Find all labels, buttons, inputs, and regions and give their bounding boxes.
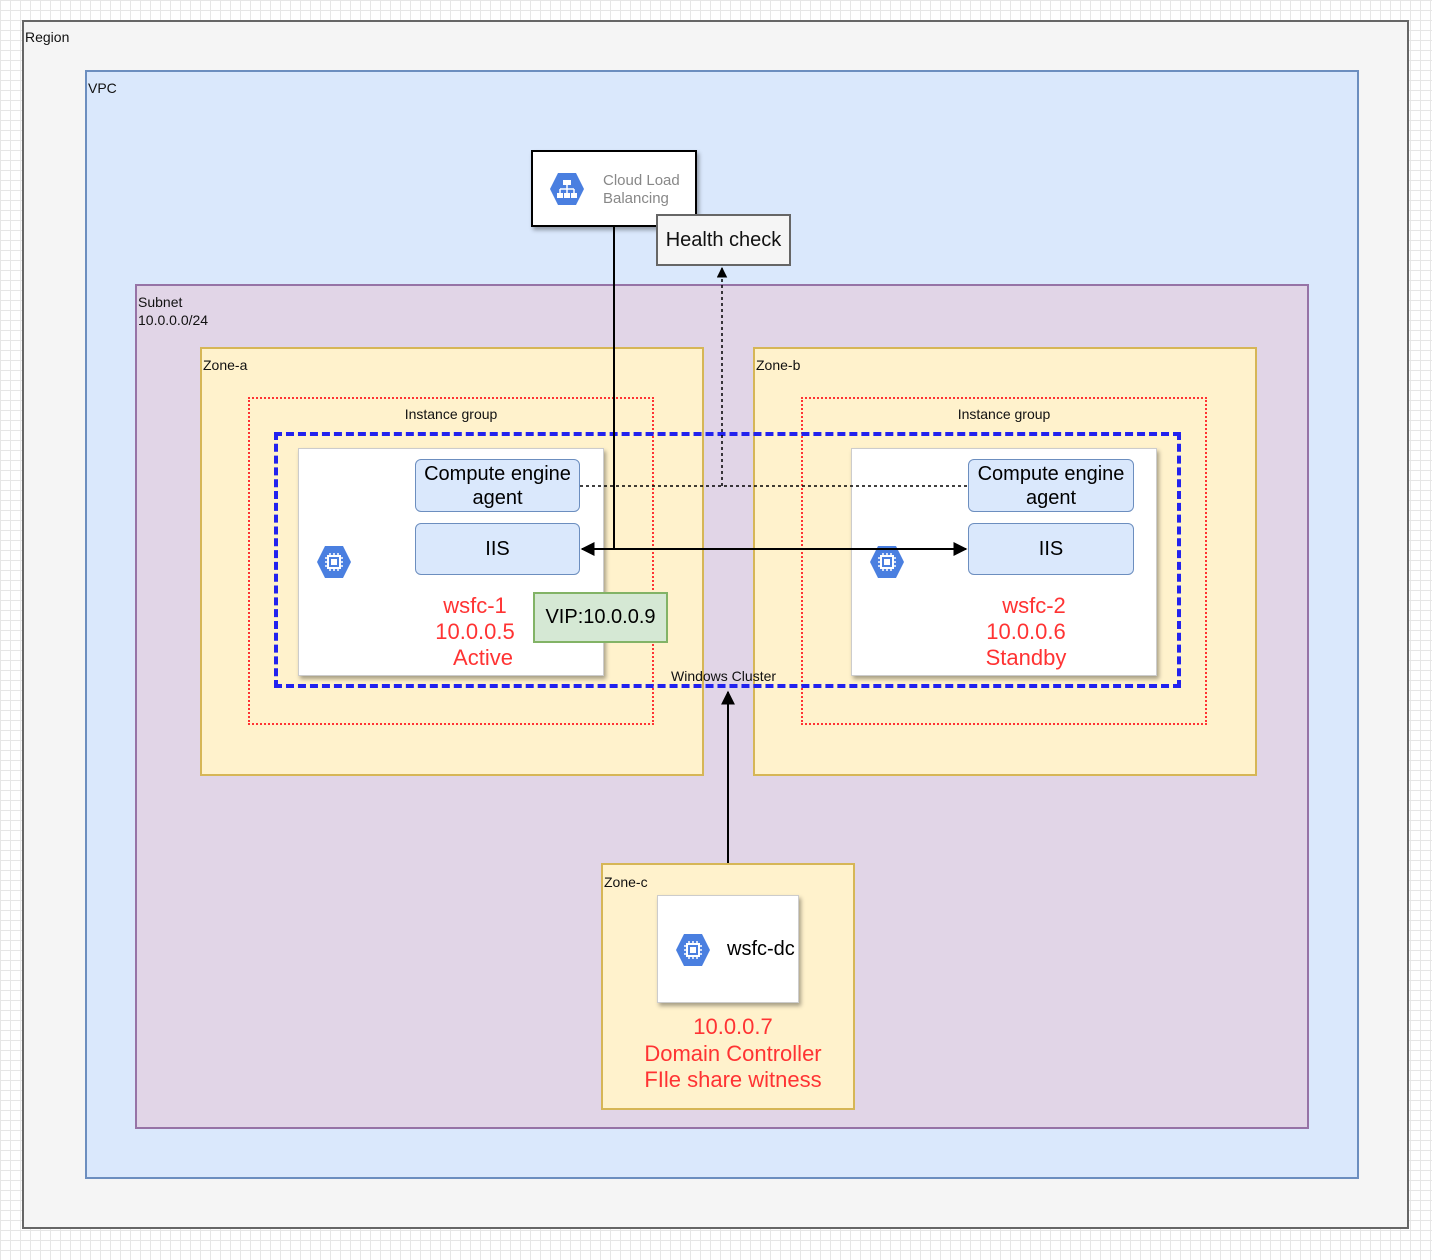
- compute-engine-icon: [870, 546, 904, 578]
- wsfc-2-name: wsfc-2: [1002, 593, 1066, 618]
- wsfc-2-role: Standby: [985, 645, 1067, 670]
- wsfc-1-ip: 10.0.0.5: [435, 619, 515, 644]
- region-label: Region: [25, 29, 70, 45]
- iis-1[interactable]: IIS: [415, 523, 580, 575]
- iis-2-label: IIS: [1038, 538, 1064, 560]
- subnet-label: Subnet 10.0.0.0/24: [138, 294, 209, 328]
- cloud-load-balancing-label: Cloud Load Balancing: [603, 172, 680, 207]
- wsfc-dc-ip: 10.0.0.7: [693, 1014, 773, 1039]
- zone-b-label: Zone-b: [756, 357, 801, 373]
- windows-cluster-boundary: [274, 432, 1181, 688]
- health-check-label: Health check: [665, 228, 782, 251]
- compute-engine-icon: [317, 546, 351, 578]
- zone-a-label: Zone-a: [203, 357, 248, 373]
- wsfc-2-ip: 10.0.0.6: [986, 619, 1066, 644]
- instance-group-b-label: Instance group: [957, 406, 1051, 422]
- wsfc-dc-role-domain: Domain Controller: [644, 1041, 822, 1066]
- health-check-box[interactable]: Health check: [656, 214, 791, 266]
- zone-c-label: Zone-c: [604, 874, 648, 890]
- vip-label: VIP:10.0.0.9: [545, 606, 656, 628]
- instance-group-b: Instance group: [801, 397, 1207, 725]
- vpc-label: VPC: [88, 80, 117, 96]
- wsfc-dc-name: wsfc-dc: [727, 938, 795, 960]
- instance-group-a-label: Instance group: [404, 406, 498, 422]
- iis-2[interactable]: IIS: [968, 523, 1134, 575]
- vip-box[interactable]: VIP:10.0.0.9: [533, 592, 668, 643]
- compute-engine-agent-2[interactable]: Compute engine agent: [968, 459, 1134, 512]
- compute-engine-agent-1[interactable]: Compute engine agent: [415, 459, 580, 512]
- agent-1-label: Compute engine agent: [424, 462, 571, 509]
- load-balancer-icon: [550, 173, 584, 205]
- windows-cluster-label: Windows Cluster: [671, 668, 777, 684]
- iis-1-label: IIS: [485, 538, 510, 560]
- agent-2-label: Compute engine agent: [977, 462, 1125, 509]
- wsfc-dc-role-witness: FIle share witness: [644, 1067, 822, 1092]
- wsfc-1-role: Active: [453, 645, 513, 670]
- wsfc-1-name: wsfc-1: [443, 593, 507, 618]
- compute-engine-icon: [676, 934, 710, 966]
- instance-group-a: Instance group: [248, 397, 654, 725]
